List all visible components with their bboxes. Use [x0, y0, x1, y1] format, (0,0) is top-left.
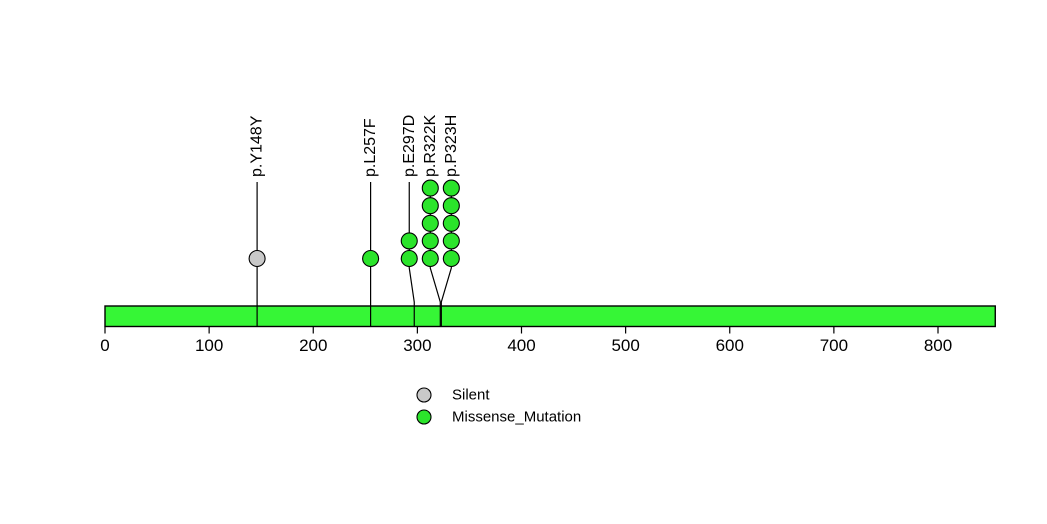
mutation-circle [421, 197, 439, 215]
legend-swatch [416, 387, 432, 403]
mutation-circle [442, 214, 460, 232]
axis-tick-label: 500 [611, 336, 639, 355]
axis-tick-label: 200 [299, 336, 327, 355]
legend-swatch [416, 409, 432, 425]
mutation-label: p.R322K [422, 114, 439, 177]
protein-bar [104, 305, 996, 328]
legend-label: Silent [452, 387, 490, 404]
axis-tick-label: 300 [403, 336, 431, 355]
mutation-circle [421, 179, 439, 197]
axis-tick-label: 400 [507, 336, 535, 355]
axis-tick-label: 100 [195, 336, 223, 355]
mutation-stem [408, 182, 415, 327]
mutation-circle [421, 214, 439, 232]
mutation-label: p.P323H [443, 115, 460, 177]
axis-tick-label: 800 [924, 336, 952, 355]
mutation-circle [442, 197, 460, 215]
mutation-label: p.E297D [401, 115, 418, 177]
mutation-circle [442, 232, 460, 250]
mutation-circle [400, 232, 418, 250]
mutation-label: p.Y148Y [249, 115, 266, 177]
axis-tick-label: 600 [716, 336, 744, 355]
mutation-circle [400, 249, 418, 268]
axis-tick-label: 700 [820, 336, 848, 355]
legend-label: Missense_Mutation [452, 409, 581, 426]
mutation-circle [442, 249, 460, 268]
mutation-circle [442, 179, 460, 197]
mutation-label: p.L257F [362, 118, 379, 177]
axis-tick-label: 0 [100, 336, 109, 355]
mutation-circle [248, 249, 266, 268]
mutation-circle [362, 249, 380, 268]
mutation-circle [421, 232, 439, 250]
mutation-circle [421, 249, 439, 268]
